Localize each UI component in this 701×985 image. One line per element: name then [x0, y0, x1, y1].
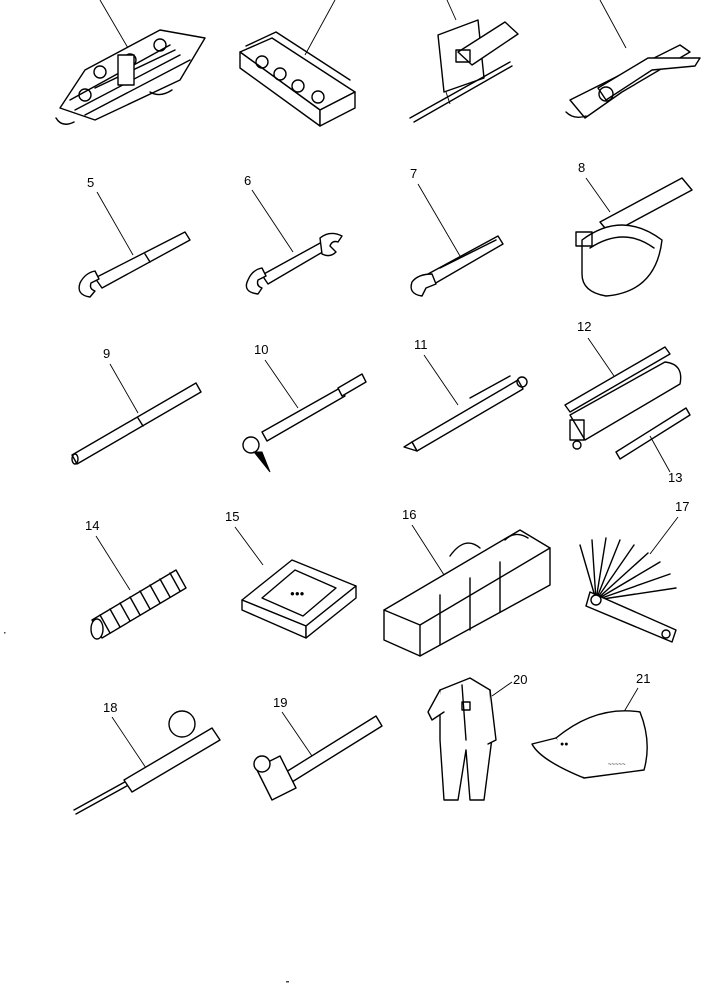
svg-text:●●●: ●●●	[290, 589, 305, 598]
label-20: 20	[513, 672, 527, 687]
tool-bag-icon: 16	[383, 507, 551, 657]
label-7: 7	[410, 166, 417, 181]
svg-text:~~~~~: ~~~~~	[608, 762, 626, 768]
coverall-icon: 20	[427, 672, 527, 801]
grease-gun-icon: 12	[564, 319, 682, 450]
grease-nipple-tool-icon: 10	[242, 342, 367, 473]
label-17: 17	[675, 499, 689, 514]
svg-text:●●: ●●	[560, 741, 568, 748]
wrench-set-icon	[55, 0, 206, 125]
label-6: 6	[244, 173, 251, 188]
label-19: 19	[273, 695, 287, 710]
open-wrench-icon: 5	[78, 175, 191, 298]
hose-icon: 14	[85, 518, 187, 640]
label-16: 16	[402, 507, 416, 522]
feeler-gauge-icon: 17	[579, 499, 689, 643]
hammer-icon: 19	[253, 695, 383, 801]
filter-wrench-icon: 8	[575, 160, 693, 297]
label-9: 9	[103, 346, 110, 361]
label-5: 5	[87, 175, 94, 190]
pliers-icon	[565, 0, 701, 119]
screwdriver-icon	[409, 0, 519, 123]
label-11: 11	[414, 337, 428, 352]
label-14: 14	[85, 518, 99, 533]
label-13: 13	[668, 470, 682, 485]
label-10: 10	[254, 342, 268, 357]
label-18: 18	[103, 700, 117, 715]
case-icon: 15 ●●●	[225, 509, 357, 639]
label-21: 21	[636, 671, 650, 686]
socket-set-icon	[239, 0, 356, 127]
stray-mark	[286, 981, 289, 983]
pen-tool-icon: 11	[403, 337, 528, 452]
label-12: 12	[577, 319, 591, 334]
label-8: 8	[578, 160, 585, 175]
label-15: 15	[225, 509, 239, 524]
nozzle-icon: 13	[615, 407, 691, 485]
adjustable-wrench-icon: 7	[410, 166, 504, 297]
double-end-wrench-icon: 6	[244, 173, 343, 295]
stray-mark	[4, 632, 6, 634]
cap-icon: 21 ●● ~~~~~	[531, 671, 650, 779]
bulb-tool-icon: 18	[73, 700, 221, 815]
bar-icon: 9	[71, 346, 202, 465]
